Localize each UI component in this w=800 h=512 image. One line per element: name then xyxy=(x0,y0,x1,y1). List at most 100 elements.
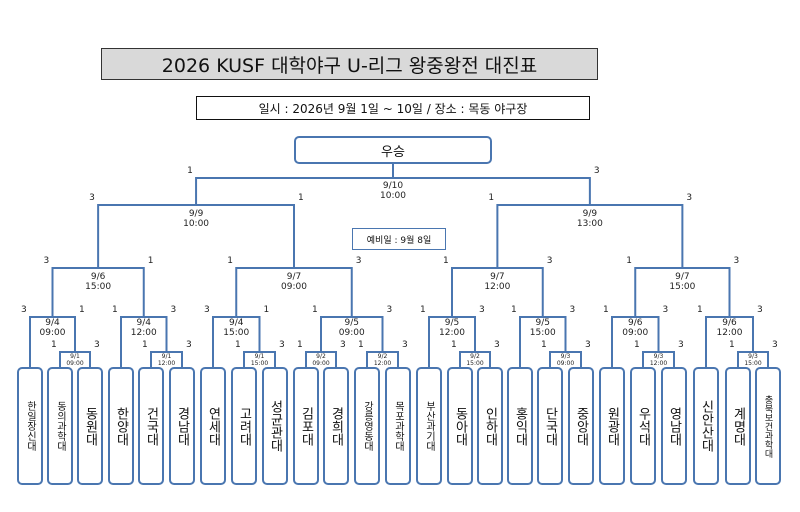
team-name: 경희대 xyxy=(328,406,344,446)
team-name: 동아대 xyxy=(452,406,468,446)
team-box: 충북보건과학대 xyxy=(755,367,781,485)
match-datetime: 9/1 09:00 xyxy=(66,353,84,367)
match-score: 3 xyxy=(94,340,100,350)
team-name: 단국대 xyxy=(542,406,558,446)
match-score: 3 xyxy=(170,305,177,315)
team-name: 고려대 xyxy=(236,406,252,446)
team-box: 한양대 xyxy=(108,367,134,485)
team-name: 김포대 xyxy=(298,406,314,446)
team-name: 계명대 xyxy=(730,406,746,446)
match-score: 3 xyxy=(678,340,684,350)
team-name: 중앙대 xyxy=(573,406,589,446)
match-score: 1 xyxy=(187,166,193,176)
team-box: 인하대 xyxy=(477,367,503,485)
match-score: 3 xyxy=(402,340,408,350)
team-name: 성균관대 xyxy=(267,400,283,452)
match-datetime: 9/7 09:00 xyxy=(281,272,307,292)
team-name: 원광대 xyxy=(604,406,620,446)
team-name: 동의과학대 xyxy=(54,401,66,451)
match-datetime: 9/7 15:00 xyxy=(669,272,696,292)
team-box: 우석대 xyxy=(630,367,656,485)
match-score: 3 xyxy=(686,193,693,203)
match-datetime: 9/1 15:00 xyxy=(250,353,269,367)
match-score: 3 xyxy=(772,340,778,350)
team-name: 홍익대 xyxy=(512,406,528,446)
team-name: 한양대 xyxy=(113,406,129,446)
team-box: 강릉영동대 xyxy=(354,367,380,485)
team-name: 건국대 xyxy=(143,406,159,446)
match-score: 1 xyxy=(729,340,735,350)
match-datetime: 9/10 10:00 xyxy=(380,181,406,201)
team-box: 건국대 xyxy=(138,367,164,485)
team-box: 한일장신대 xyxy=(17,367,43,485)
match-score: 3 xyxy=(733,256,740,266)
match-score: 1 xyxy=(420,305,426,315)
team-box: 성균관대 xyxy=(262,367,288,485)
match-datetime: 9/2 09:00 xyxy=(312,353,330,367)
match-score: 3 xyxy=(43,256,50,266)
match-score: 1 xyxy=(298,193,304,203)
team-name: 영남대 xyxy=(666,406,682,446)
team-box: 김포대 xyxy=(293,367,319,485)
match-score: 3 xyxy=(204,305,210,315)
match-datetime: 9/6 15:00 xyxy=(85,272,112,292)
bracket-title: 2026 KUSF 대학야구 U-리그 왕중왕전 대진표 xyxy=(101,48,598,80)
match-score: 1 xyxy=(79,305,85,315)
team-name: 신안산대 xyxy=(698,400,714,452)
schedule-subtitle: 일시 : 2026년 9월 1일 ~ 10일 / 장소 : 목동 야구장 xyxy=(196,96,590,120)
team-name: 목포과학대 xyxy=(392,401,404,451)
match-score: 1 xyxy=(142,340,148,350)
match-score: 3 xyxy=(186,340,192,350)
match-score: 1 xyxy=(634,340,640,350)
match-score: 1 xyxy=(626,256,632,266)
winner-box: 우승 xyxy=(294,136,492,164)
match-score: 1 xyxy=(297,340,303,350)
team-box: 경희대 xyxy=(323,367,349,485)
match-datetime: 9/3 12:00 xyxy=(649,353,668,367)
match-score: 1 xyxy=(541,340,547,350)
match-datetime: 9/4 12:00 xyxy=(130,318,157,338)
match-score: 3 xyxy=(662,305,669,315)
match-score: 3 xyxy=(593,166,600,176)
match-score: 1 xyxy=(697,305,703,315)
team-box: 고려대 xyxy=(231,367,257,485)
team-box: 목포과학대 xyxy=(385,367,411,485)
match-datetime: 9/5 12:00 xyxy=(439,318,465,338)
team-box: 연세대 xyxy=(200,367,226,485)
team-name: 충북보건과학대 xyxy=(762,394,773,458)
match-score: 1 xyxy=(358,340,364,350)
match-score: 1 xyxy=(451,340,457,350)
match-datetime: 9/2 12:00 xyxy=(373,353,392,367)
match-datetime: 9/4 15:00 xyxy=(223,318,250,338)
team-name: 인하대 xyxy=(482,406,498,446)
match-score: 1 xyxy=(147,256,154,266)
team-name: 연세대 xyxy=(205,406,221,446)
reserve-day-box: 예비일 : 9월 8일 xyxy=(352,228,446,250)
team-name: 동원대 xyxy=(82,406,98,446)
team-box: 원광대 xyxy=(599,367,625,485)
team-box: 중앙대 xyxy=(568,367,594,485)
match-score: 3 xyxy=(569,305,576,315)
match-score: 1 xyxy=(235,340,241,350)
match-datetime: 9/6 09:00 xyxy=(622,318,649,338)
match-score: 3 xyxy=(89,193,95,203)
match-score: 1 xyxy=(312,305,318,315)
match-datetime: 9/9 13:00 xyxy=(576,209,603,229)
match-score: 3 xyxy=(386,305,393,315)
match-datetime: 9/9 10:00 xyxy=(183,209,210,229)
match-datetime: 9/4 09:00 xyxy=(39,318,66,338)
match-score: 3 xyxy=(21,305,27,315)
match-datetime: 9/3 09:00 xyxy=(556,353,575,367)
team-name: 한일장신대 xyxy=(24,401,36,451)
team-box: 부산과기대 xyxy=(416,367,442,485)
match-datetime: 9/1 12:00 xyxy=(157,353,176,367)
match-score: 3 xyxy=(494,340,500,350)
team-box: 동원대 xyxy=(77,367,103,485)
team-name: 부산과기대 xyxy=(423,401,435,451)
team-name: 강릉영동대 xyxy=(361,401,373,451)
match-datetime: 9/5 15:00 xyxy=(529,318,556,338)
team-box: 동의과학대 xyxy=(47,367,73,485)
match-score: 3 xyxy=(279,340,285,350)
team-box: 영남대 xyxy=(661,367,687,485)
